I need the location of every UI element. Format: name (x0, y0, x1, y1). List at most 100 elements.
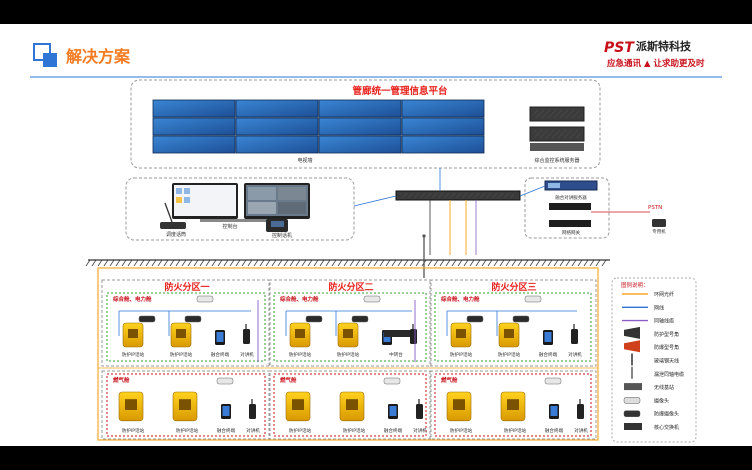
ip-phone-label: 防护IP话站 (289, 427, 312, 434)
ip-phone-keypad (128, 329, 138, 338)
camera-icon (305, 315, 323, 323)
ground-hatch (439, 259, 445, 267)
antenna-icon (422, 234, 426, 278)
walkie-talkie-icon (410, 329, 417, 344)
network-links (353, 168, 546, 255)
legend-item-label: 防爆摄像头 (654, 411, 679, 418)
cabin-label: 综合舱、电力舱 (280, 295, 319, 303)
fusion-label: 融合终端 (211, 351, 230, 358)
net-gateway-icon (549, 220, 591, 227)
ground-hatch (313, 259, 319, 267)
legend-horn-icon (624, 340, 640, 353)
ground-hatch (349, 259, 355, 267)
ground-hatch (337, 259, 343, 267)
legend-item-label: 漏泄同轴电缆 (654, 371, 684, 378)
ground-hatch (247, 259, 253, 267)
fusion-terminal-screen (550, 406, 558, 416)
ground-hatch (259, 259, 265, 267)
ground-hatch (379, 259, 385, 267)
ground-hatch (277, 259, 283, 267)
ground-hatch (97, 259, 103, 267)
legend-item-label: 无线基站 (654, 384, 674, 391)
console-monitors-icon (172, 183, 310, 222)
ground-hatch (343, 259, 349, 267)
ground-hatch (451, 259, 457, 267)
ground-hatch (133, 259, 139, 267)
control-phone-icon (266, 219, 288, 232)
ground-hatch (361, 259, 367, 267)
ground-hatch (391, 259, 397, 267)
legend-item-label: 网线 (654, 304, 664, 311)
console-label: 控制台 (222, 223, 237, 230)
ground-hatch (559, 259, 565, 267)
camera-icon (138, 315, 156, 323)
video-wall-screen (235, 135, 319, 154)
ground-hatch (235, 259, 241, 267)
ip-phone-keypad (456, 329, 466, 338)
walkie-label: 对讲机 (246, 427, 260, 434)
fire-zone-2: 防火分区二综合舱、电力舱防护IP话站防护IP话站中转台燃气舱防护IP话站防护IP… (268, 279, 432, 440)
ground-hatch (445, 259, 451, 267)
tunnel-zones: 防火分区一综合舱、电力舱防护IP话站防护IP话站融合终端对讲机燃气舱防护IP话站… (101, 279, 597, 440)
ground-hatch (109, 259, 115, 267)
ground-hatch (523, 259, 529, 267)
ground-hatch (169, 259, 175, 267)
repeater-label: 中转台 (389, 351, 403, 358)
ground-hatch (499, 259, 505, 267)
video-wall-screen (152, 117, 236, 136)
ip-phone-keypad (295, 329, 305, 338)
ip-phone-label: 防护IP话站 (504, 427, 527, 434)
ip-phone-keypad (453, 399, 465, 410)
ground-hatch (241, 259, 247, 267)
ip-phone-keypad (179, 399, 191, 410)
video-wall-screen (318, 117, 402, 136)
ground-hatch (283, 259, 289, 267)
ground-hatch (547, 259, 553, 267)
voice-gateway-label: 语音网关 (561, 210, 579, 217)
legend-camera-icon (623, 397, 641, 404)
ground-hatch (553, 259, 559, 267)
gas-cabin-border (106, 373, 266, 437)
ground-hatch (601, 259, 607, 267)
zone-lower-border (268, 370, 432, 440)
camera-icon (383, 377, 401, 385)
ground-hatch (319, 259, 325, 267)
camera-icon (363, 295, 381, 303)
ip-phone-label: 防护IP话站 (343, 427, 366, 434)
ground-hatch (427, 259, 433, 267)
ground-hatch (565, 259, 571, 267)
ground-hatch (367, 259, 373, 267)
ground-hatch (151, 259, 157, 267)
legend-item-label: 同轴线缆 (654, 318, 674, 325)
legend-item-label: 核心交换机 (654, 424, 679, 431)
legend-item-label: 环网光纤 (654, 291, 674, 298)
ground-hatch (205, 259, 211, 267)
video-wall-screen (401, 99, 485, 118)
ground-hatch (397, 259, 403, 267)
header-square-fill-icon (43, 53, 57, 67)
company-name: 派斯特科技 (636, 39, 692, 53)
ground-hatch (115, 259, 121, 267)
zone-lower-border (429, 370, 597, 440)
ground-hatch (91, 259, 97, 267)
page-title: 解决方案 (66, 47, 131, 66)
ip-phone-keypad (346, 399, 358, 410)
ground-hatch (295, 259, 301, 267)
ground-hatch (487, 259, 493, 267)
walkie-talkie-icon (577, 404, 584, 419)
video-wall-screen (318, 99, 402, 118)
ground-hatch (121, 259, 127, 267)
ground-hatch (595, 259, 601, 267)
company-logo: PST (604, 40, 635, 56)
ground-hatch (415, 259, 421, 267)
ip-phone-keypad (125, 399, 137, 410)
ground-hatch (331, 259, 337, 267)
gas-cabin-label: 燃气舱 (441, 376, 458, 384)
walkie-label: 对讲机 (413, 427, 427, 434)
header-square-icon (33, 43, 51, 61)
gas-cabin-label: 燃气舱 (280, 376, 297, 384)
gas-cabin-border (273, 373, 427, 437)
ground-hatch (475, 259, 481, 267)
core-switch-icon (395, 190, 521, 201)
